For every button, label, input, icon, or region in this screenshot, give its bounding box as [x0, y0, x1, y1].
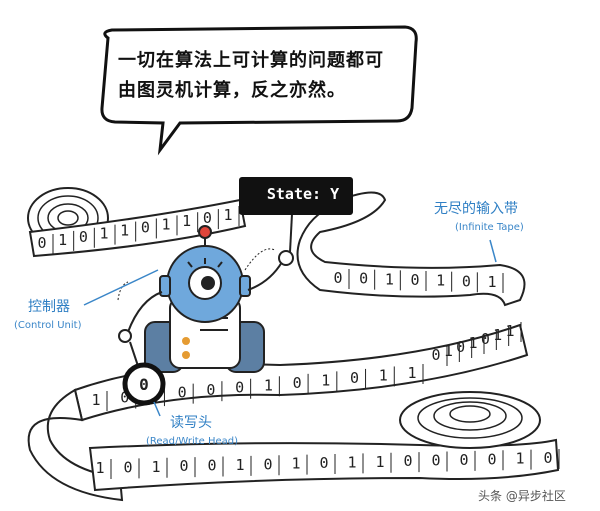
tape-bands: [27, 191, 560, 502]
tape-cell: 0: [120, 389, 129, 407]
tape-cell: 0: [350, 369, 359, 387]
tape-roll-right: [399, 391, 541, 449]
head-symbol: 0: [139, 375, 149, 394]
tape-cell: 1: [91, 391, 100, 409]
tape-cell: 0: [179, 457, 188, 475]
tape-cell: 1: [321, 371, 330, 389]
tape-cell: 0: [123, 458, 132, 476]
tape-cell: 0: [37, 234, 46, 252]
speech-bubble-text: 一切在算法上可计算的问题都可由图灵机计算，反之亦然。: [118, 50, 384, 101]
tape-cell: 1: [505, 322, 514, 340]
tape-cell: 0: [319, 454, 328, 472]
tape-cell: 1: [487, 273, 496, 291]
state-sign: [239, 177, 353, 215]
tape-cell: 0: [543, 449, 552, 467]
tape-cell: 1: [182, 212, 191, 230]
speech-bubble: [100, 25, 418, 156]
tape-cell: 0: [462, 272, 471, 290]
tape-cell: 1: [223, 206, 232, 224]
tape-cell: 0: [141, 218, 150, 236]
tape-cell: 0: [410, 271, 419, 289]
tape-cell: 0: [293, 374, 302, 392]
head-label-en: (Read/Write Head): [146, 436, 239, 447]
tape-cell: 0: [178, 384, 187, 402]
status-light-icon: [182, 337, 190, 345]
tape-cell: 1: [291, 455, 300, 473]
tape-label-en: (Infinite Tape): [455, 222, 524, 233]
tape-cell: 1: [375, 453, 384, 471]
tape-cell: 0: [235, 379, 244, 397]
tape-cell: 0: [207, 457, 216, 475]
tape-cell: 1: [379, 366, 388, 384]
tape-cell: 1: [493, 326, 502, 344]
tape-cell: 0: [481, 330, 490, 348]
tape-cell: 1: [515, 450, 524, 468]
tape-cell: 1: [347, 453, 356, 471]
tape-cell: 0: [203, 209, 212, 227]
tape-cell: 0: [359, 270, 368, 288]
tape-cell: 1: [120, 222, 129, 240]
tape-label: 无尽的输入带: [434, 201, 518, 217]
head-label: 读写头: [170, 415, 212, 431]
tape-cell: 0: [263, 455, 272, 473]
status-light-icon: [182, 351, 190, 359]
tape-cell: 0: [431, 452, 440, 470]
antenna-icon: [198, 225, 212, 239]
read-write-head: 0: [122, 362, 166, 406]
tape-cell: 1: [99, 225, 108, 243]
tape-cell: 1: [264, 376, 273, 394]
controller-label: 控制器: [28, 299, 70, 315]
label-pointers: [83, 239, 497, 417]
tape-cell: 1: [468, 334, 477, 352]
state-label: State: Y: [266, 185, 340, 203]
controller-label-en: (Control Unit): [14, 320, 82, 331]
tape-cell: 0: [206, 381, 215, 399]
tape-cell: 0: [456, 338, 465, 356]
tape-cell: 0: [333, 269, 342, 287]
tape-cell: 1: [436, 272, 445, 290]
tape-cell: 1: [58, 231, 67, 249]
tape-cell: 1: [151, 458, 160, 476]
tape-digits-bottom: 1 0 1 0 0 1 0 1 0 1 1 0 0 0 0 1 0: [95, 449, 560, 479]
tape-cell: 1: [161, 215, 170, 233]
tape-cell: 0: [459, 451, 468, 469]
tape-cell: 0: [487, 450, 496, 468]
tape-cell: 1: [235, 456, 244, 474]
tape-cell: 0: [79, 228, 88, 246]
tape-cell: 0: [431, 346, 440, 364]
tape-cell: 1: [407, 364, 416, 382]
tape-cell: 1: [95, 459, 104, 477]
tape-cell: 1: [385, 270, 394, 288]
tape-digits-middle: 101000101011: [91, 364, 424, 411]
watermark: 头条 @异步社区: [478, 489, 566, 503]
tape-cell: 0: [403, 452, 412, 470]
robot-control-unit: [117, 213, 294, 373]
tape-cell: 1: [444, 342, 453, 360]
